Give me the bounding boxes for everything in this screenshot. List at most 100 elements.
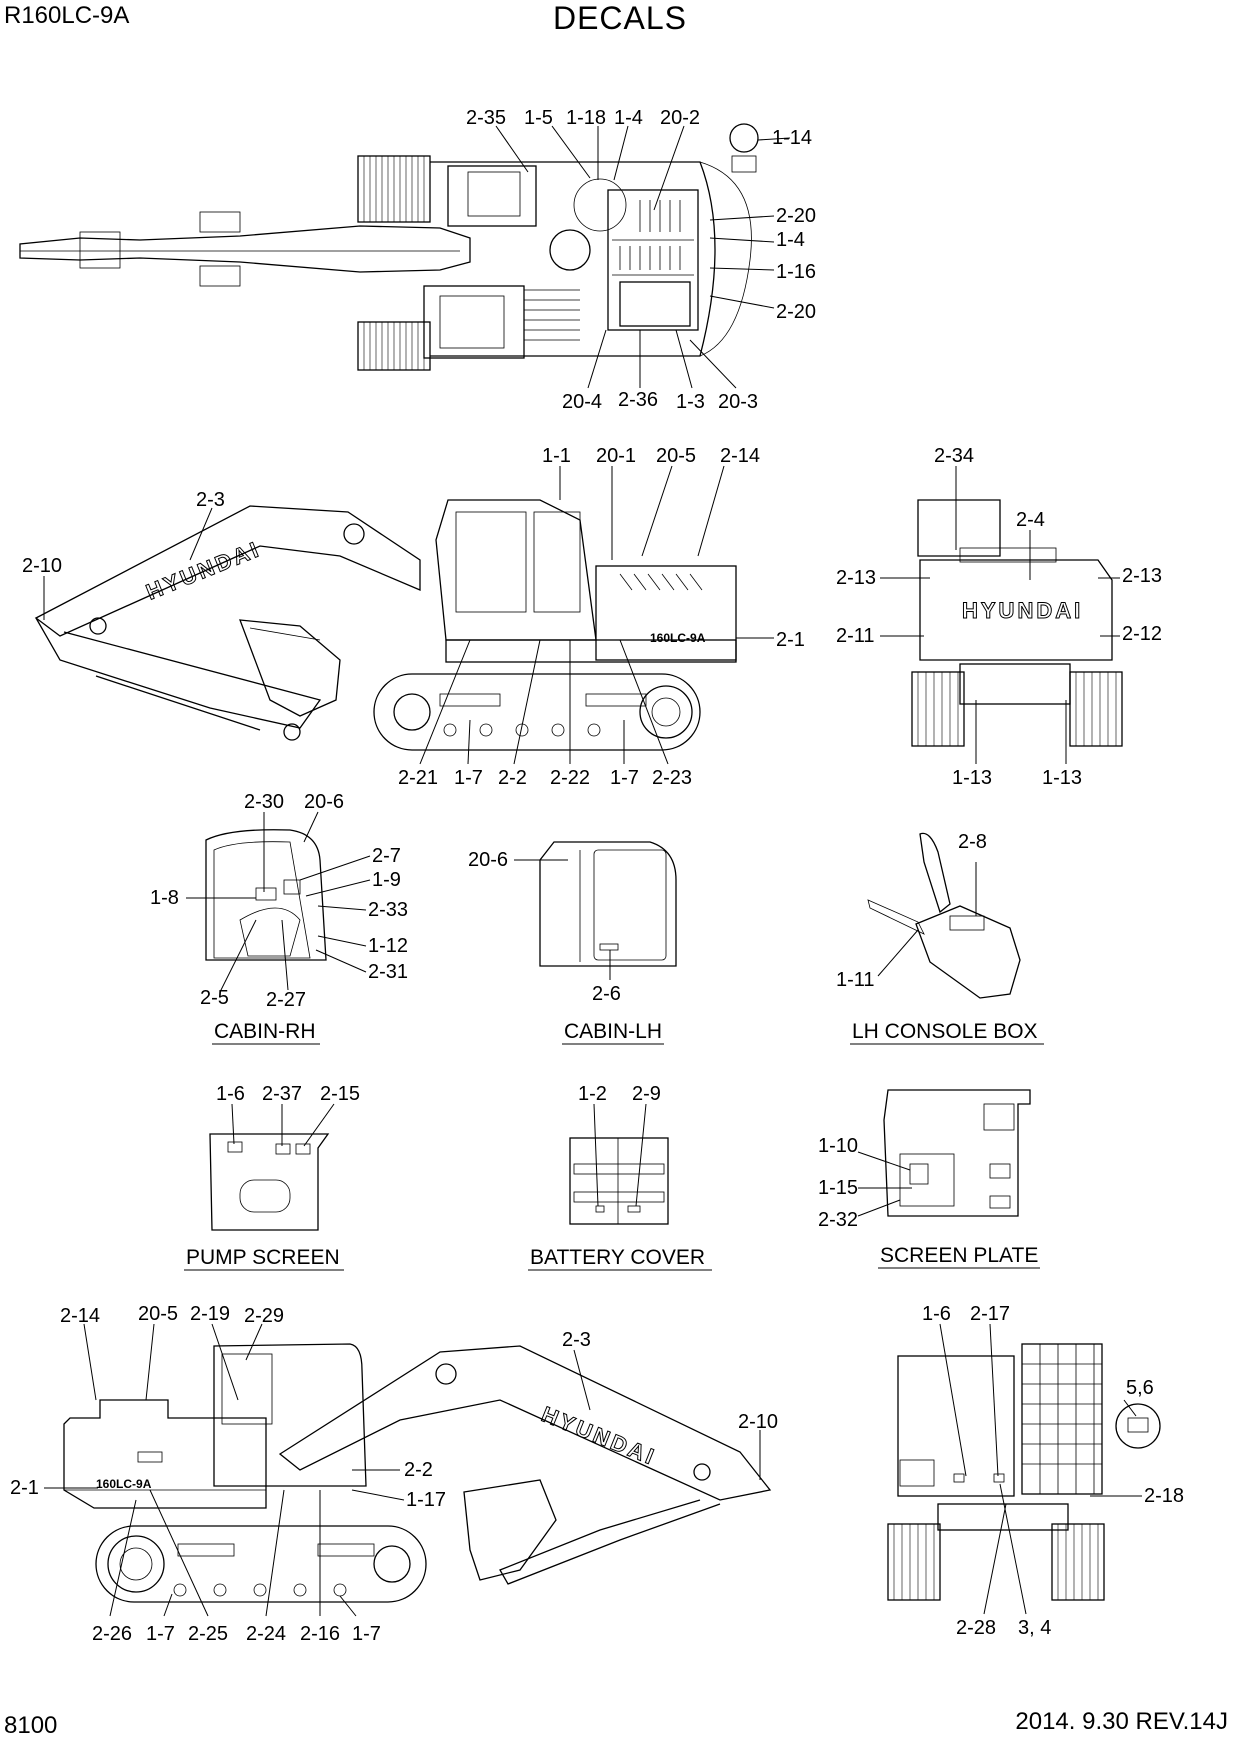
label-1-1: 1-1 (542, 445, 571, 467)
label-2-16: 2-16 (300, 1623, 340, 1645)
track-rear-left (911, 671, 965, 747)
label-1-8: 1-8 (150, 887, 179, 909)
label-1-4: 1-4 (776, 229, 805, 251)
label-1-16: 1-16 (776, 261, 816, 283)
upper-structure (430, 161, 716, 357)
label-2-3: 2-3 (196, 489, 225, 511)
model-badge-right: 160LC-9A (650, 631, 706, 645)
label-2-37: 2-37 (262, 1083, 302, 1105)
radiator-rear (897, 1355, 1015, 1497)
undercarriage-left-side (95, 1525, 427, 1603)
label-20-4: 20-4 (562, 391, 602, 413)
track-right-top (357, 321, 431, 371)
caption-cabin-rh: CABIN-RH (214, 1020, 316, 1043)
label-2-14: 2-14 (720, 445, 760, 467)
label-2-13: 2-13 (836, 567, 876, 589)
label-2-9: 2-9 (632, 1083, 661, 1105)
label-2-6: 2-6 (592, 983, 621, 1005)
label-2-27: 2-27 (266, 989, 306, 1011)
right-side-view: HYUNDAI 160LC-9A (22, 445, 805, 789)
label-2-30: 2-30 (244, 791, 284, 813)
label-2-19: 2-19 (190, 1303, 230, 1325)
cabin-rh-view: 2-30 20-6 2-7 1-9 1-8 2-33 1-12 2-31 2-5… (150, 791, 408, 1045)
label-5-6: 5,6 (1126, 1377, 1154, 1399)
label-1-15: 1-15 (818, 1177, 858, 1199)
label-2-4: 2-4 (1016, 509, 1045, 531)
body-right-side: 160LC-9A (445, 565, 737, 663)
label-2-26: 2-26 (92, 1623, 132, 1645)
label-1-10: 1-10 (818, 1135, 858, 1157)
joystick (919, 832, 951, 914)
label-20-1: 20-1 (596, 445, 636, 467)
label-1-7: 1-7 (352, 1623, 381, 1645)
pump-screen-view: 1-6 2-37 2-15 PUMP SCREEN (184, 1083, 360, 1271)
label-2-15: 2-15 (320, 1083, 360, 1105)
label-1-5: 1-5 (524, 107, 553, 129)
label-2-2: 2-2 (498, 767, 527, 789)
cabin-lh-view: 20-6 2-6 CABIN-LH (468, 841, 677, 1045)
label-20-5: 20-5 (138, 1303, 178, 1325)
label-2-10: 2-10 (22, 555, 62, 577)
label-1-6: 1-6 (922, 1303, 951, 1325)
label-2-14: 2-14 (60, 1305, 100, 1327)
brand-text-rear: HYUNDAI (962, 598, 1083, 623)
bucket-right-side (239, 619, 341, 717)
label-1-3: 1-3 (676, 391, 705, 413)
radiator-grille (1021, 1343, 1103, 1495)
label-2-2: 2-2 (404, 1459, 433, 1481)
label-1-7: 1-7 (610, 767, 639, 789)
rear-view: HYUNDAI 2-34 2-4 2-13 2-13 2-11 2-12 1-1… (836, 445, 1162, 789)
label-1-17: 1-17 (406, 1489, 446, 1511)
undercarriage-right-side (373, 673, 701, 751)
screen-plate-view: 1-10 1-15 2-32 SCREEN PLATE (818, 1089, 1040, 1269)
label-2-36: 2-36 (618, 389, 658, 411)
left-side-view: 160LC-9A HYUNDAI (10, 1303, 778, 1645)
label-20-6: 20-6 (468, 849, 508, 871)
caption-pump-screen: PUMP SCREEN (186, 1246, 340, 1269)
label-1-12: 1-12 (368, 935, 408, 957)
boom-right-side: HYUNDAI (34, 505, 421, 741)
caption-screen-plate: SCREEN PLATE (880, 1244, 1038, 1267)
cab-right-side (435, 499, 597, 641)
track-front-left (887, 1523, 941, 1601)
label-2-17: 2-17 (970, 1303, 1010, 1325)
bucket-left-side (463, 1479, 557, 1581)
label-2-11: 2-11 (836, 625, 875, 647)
caption-battery-cover: BATTERY COVER (530, 1246, 705, 1269)
brand-text-boom-left: HYUNDAI (538, 1401, 660, 1470)
label-2-34: 2-34 (934, 445, 974, 467)
revision-date: 2014. 9.30 REV.14J (1015, 1708, 1228, 1735)
detail-circle (1115, 1403, 1161, 1449)
label-20-6: 20-6 (304, 791, 344, 813)
label-2-13: 2-13 (1122, 565, 1162, 587)
caption-lh-console: LH CONSOLE BOX (852, 1020, 1038, 1043)
small-decal-sketch-1-14 (729, 123, 759, 173)
label-1-13: 1-13 (1042, 767, 1082, 789)
label-1-11: 1-11 (836, 969, 875, 991)
label-2-29: 2-29 (244, 1305, 284, 1327)
label-2-8: 2-8 (958, 831, 987, 853)
label-2-23: 2-23 (652, 767, 692, 789)
label-1-13: 1-13 (952, 767, 992, 789)
model-name: R160LC-9A (4, 2, 130, 29)
label-2-18: 2-18 (1144, 1485, 1184, 1507)
track-rear-right (1069, 671, 1123, 747)
caption-cabin-lh: CABIN-LH (564, 1020, 662, 1043)
label-2-1: 2-1 (776, 629, 805, 651)
label-1-7: 1-7 (454, 767, 483, 789)
track-left-top (357, 155, 431, 223)
label-1-4: 1-4 (614, 107, 643, 129)
label-1-9: 1-9 (372, 869, 401, 891)
label-2-20: 2-20 (776, 205, 816, 227)
label-2-21: 2-21 (398, 767, 438, 789)
label-2-20: 2-20 (776, 301, 816, 323)
label-2-3: 2-3 (562, 1329, 591, 1351)
label-2-33: 2-33 (368, 899, 408, 921)
label-2-24: 2-24 (246, 1623, 286, 1645)
label-20-3: 20-3 (718, 391, 758, 413)
page-number: 8100 (4, 1712, 58, 1739)
brand-text-boom: HYUNDAI (143, 536, 265, 605)
label-2-12: 2-12 (1122, 623, 1162, 645)
label-2-5: 2-5 (200, 987, 229, 1009)
